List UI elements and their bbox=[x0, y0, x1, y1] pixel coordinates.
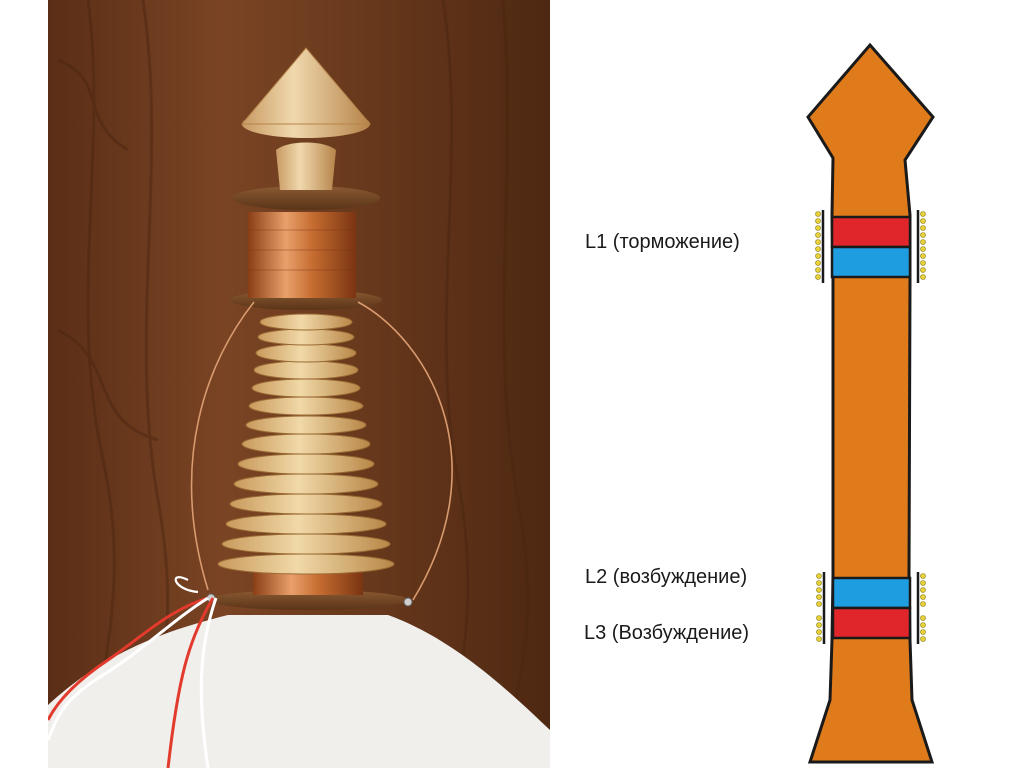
l1-blue-band bbox=[830, 245, 912, 279]
l2l3-beads bbox=[816, 573, 926, 642]
label-l3: L3 (Возбуждение) bbox=[584, 622, 750, 644]
l1-red-band bbox=[830, 215, 912, 249]
l3-red-band bbox=[831, 606, 912, 640]
lead-wires bbox=[190, 301, 453, 601]
twisted-cables bbox=[48, 576, 218, 768]
upper-copper-coil bbox=[248, 212, 356, 298]
schematic-body bbox=[806, 42, 935, 764]
label-l1: L1 (торможение) bbox=[585, 231, 740, 253]
cap-neck bbox=[276, 142, 336, 190]
top-flange bbox=[232, 186, 380, 210]
right-screw bbox=[403, 597, 413, 607]
l2-blue-band bbox=[831, 576, 912, 610]
device-photo bbox=[48, 0, 550, 768]
cap-cone bbox=[240, 47, 372, 125]
coil-winding-lines bbox=[248, 229, 356, 271]
label-l2: L2 (возбуждение) bbox=[585, 566, 748, 588]
disc-stack bbox=[217, 313, 395, 575]
l1-beads bbox=[815, 211, 926, 280]
coil-schematic bbox=[806, 42, 935, 764]
